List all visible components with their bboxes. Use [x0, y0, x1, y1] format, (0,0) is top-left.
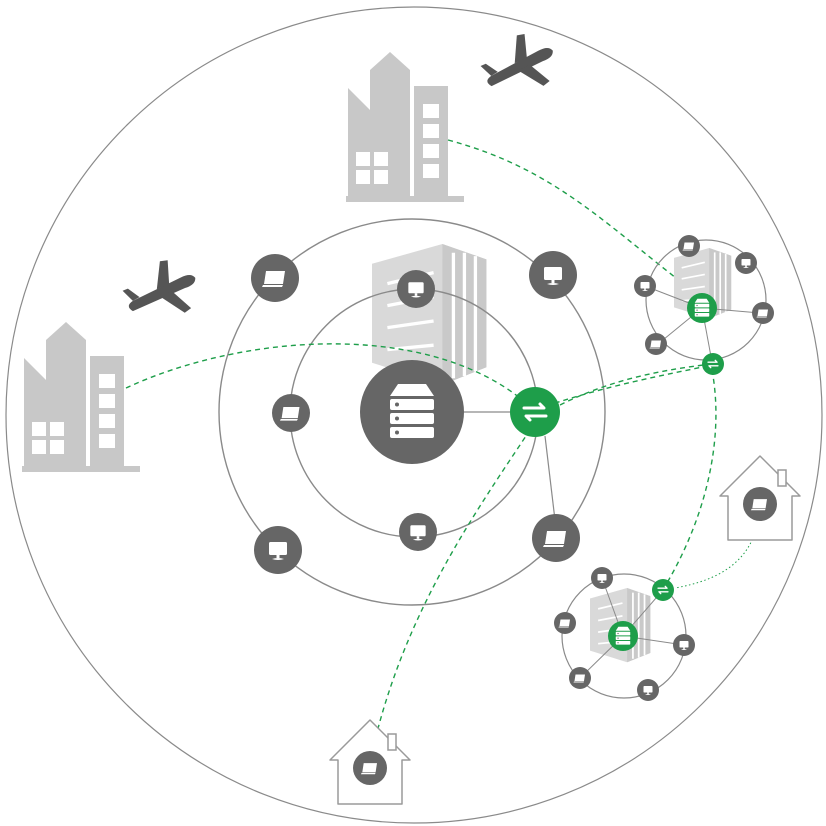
laptop-icon	[532, 514, 580, 562]
outer-network-boundary	[5, 6, 823, 824]
monitor-icon	[634, 275, 656, 297]
hub-server-icon	[608, 621, 638, 651]
laptop-icon	[678, 235, 700, 257]
campus-endpoints	[251, 251, 580, 574]
laptop-icon	[554, 612, 576, 634]
monitor-icon	[735, 252, 757, 274]
central-server-node	[360, 360, 464, 464]
laptop-icon	[353, 751, 387, 785]
laptop-icon	[251, 254, 299, 302]
monitor-icon	[591, 567, 613, 589]
core-switch-node	[510, 387, 560, 437]
monitor-icon	[529, 251, 577, 299]
monitor-icon	[637, 679, 659, 701]
airplane-icon	[117, 251, 206, 332]
laptop-icon	[645, 333, 667, 355]
house-icon	[719, 455, 801, 541]
monitor-icon	[673, 634, 695, 656]
laptop-icon	[752, 302, 774, 324]
monitor-icon	[399, 513, 437, 551]
monitor-icon	[397, 270, 435, 308]
laptop-icon	[272, 394, 310, 432]
hub-switch-icon	[702, 353, 724, 375]
monitor-icon	[254, 526, 302, 574]
hub-switch-icon	[652, 579, 674, 601]
laptop-icon	[743, 487, 777, 521]
house-icon	[329, 719, 411, 805]
office-building-icon	[22, 322, 140, 472]
campus-links	[460, 411, 556, 521]
office-building-icon	[346, 52, 464, 202]
airplane-icon	[474, 24, 565, 107]
house-dotted-link	[674, 499, 761, 589]
branch-site-two	[554, 567, 695, 701]
branch-site-one	[634, 235, 774, 375]
wan-dashed-links	[125, 139, 717, 763]
laptop-icon	[569, 667, 591, 689]
campus-ring-outer	[218, 218, 606, 606]
hub-server-icon	[687, 293, 717, 323]
